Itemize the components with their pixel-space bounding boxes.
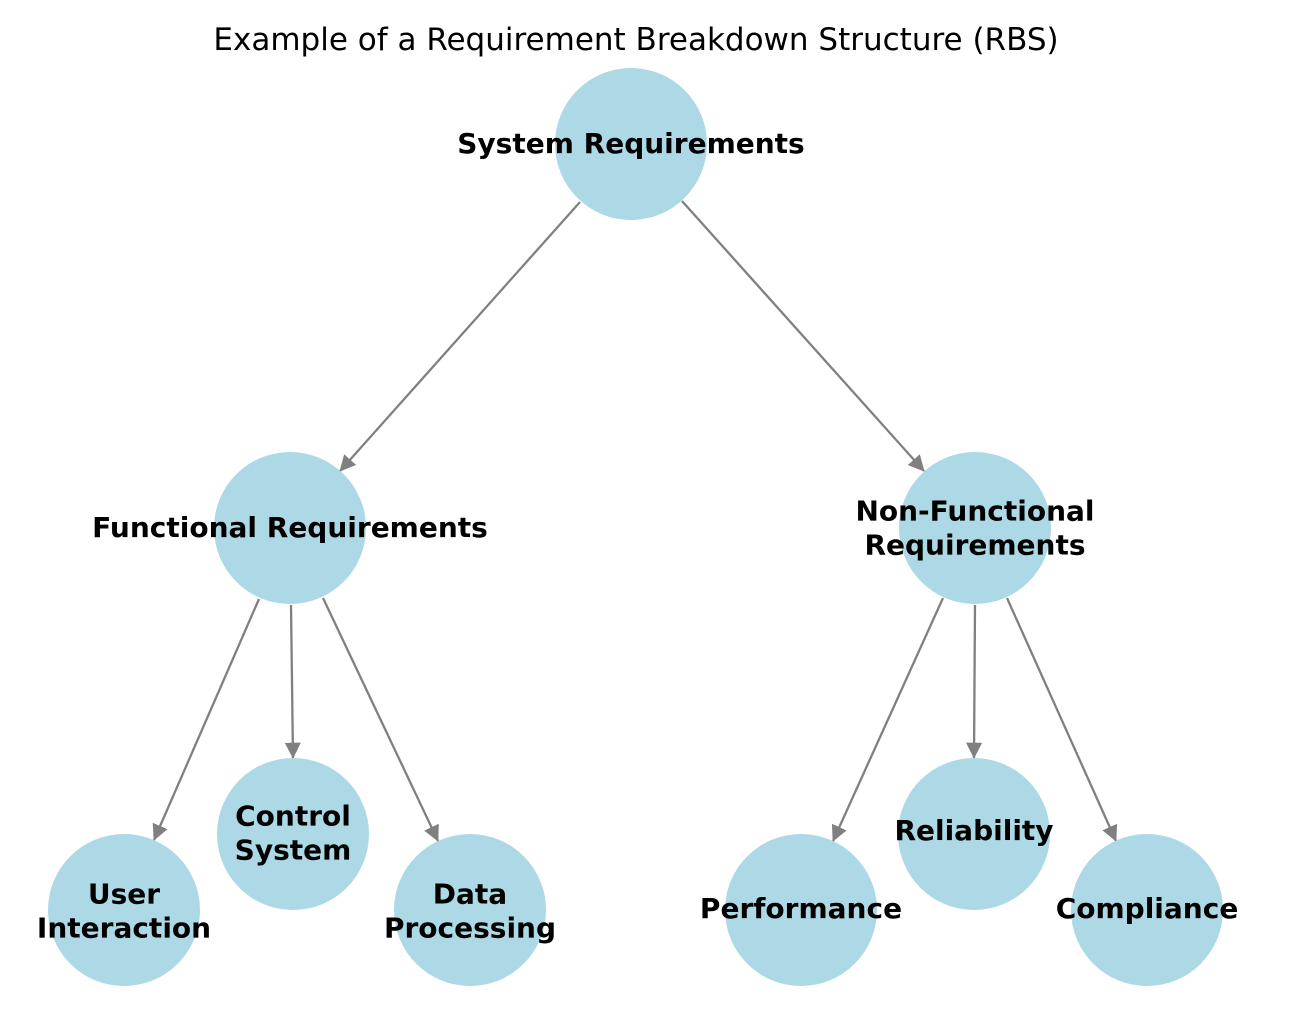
node-circle-performance bbox=[725, 834, 877, 986]
edge-system-functional bbox=[339, 201, 581, 472]
node-label-system-requirements: System Requirements bbox=[457, 127, 805, 161]
node-label-user-interaction: User Interaction bbox=[36, 877, 212, 944]
node-circle-reliability bbox=[898, 758, 1050, 910]
node-label-compliance: Compliance bbox=[1055, 892, 1239, 926]
node-label-functional-requirements: Functional Requirements bbox=[92, 511, 488, 545]
edge-nonfunctional-performance bbox=[831, 597, 945, 842]
node-circle-functional-requirements bbox=[214, 452, 366, 604]
node-circle-data-processing bbox=[394, 834, 546, 986]
node-label-nonfunctional-requirements: Non-Functional Requirements bbox=[855, 494, 1095, 561]
node-circle-system-requirements bbox=[555, 68, 707, 220]
node-circle-user-interaction bbox=[48, 834, 200, 986]
edge-system-nonfunctional bbox=[681, 200, 925, 472]
edge-nonfunctional-reliability bbox=[966, 604, 983, 759]
node-label-performance: Performance bbox=[699, 892, 903, 926]
node-circle-control-system bbox=[217, 758, 369, 910]
node-label-reliability: Reliability bbox=[894, 814, 1054, 848]
edge-functional-data-processing bbox=[321, 597, 440, 842]
edge-functional-control-system bbox=[284, 604, 301, 759]
node-label-control-system: Control System bbox=[234, 799, 352, 866]
edge-functional-user-interaction bbox=[152, 598, 261, 841]
node-label-data-processing: Data Processing bbox=[383, 877, 557, 944]
node-circle-compliance bbox=[1071, 834, 1223, 986]
edge-nonfunctional-compliance bbox=[1005, 597, 1118, 842]
node-circle-nonfunctional-requirements bbox=[899, 452, 1051, 604]
diagram-title: Example of a Requirement Breakdown Struc… bbox=[213, 22, 1059, 58]
